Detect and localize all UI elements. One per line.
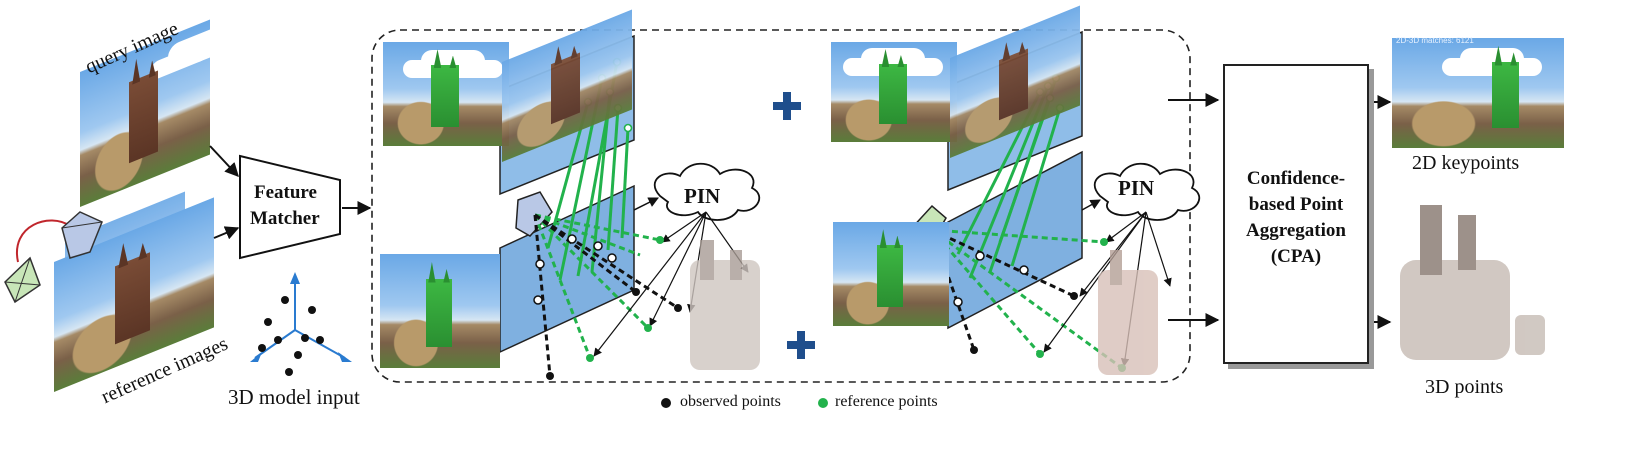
legend-observed-dot (661, 398, 671, 408)
pin-right-label: PIN (1118, 176, 1155, 200)
legend-reference-dot (818, 398, 828, 408)
plus-icon-top (773, 92, 801, 120)
reference-camera-icon (61, 211, 103, 259)
camera-left-icon (515, 191, 553, 237)
pin-left-label: PIN (684, 184, 721, 208)
pin-ref-photo-left (380, 254, 500, 368)
points3d-label: 3D points (1425, 376, 1504, 398)
model-input-label: 3D model input (228, 385, 360, 409)
matches-overlay-text: 2D-3D matches: 6121 (1396, 36, 1474, 45)
point-cloud-right (1098, 250, 1158, 375)
camera-arc (15, 219, 71, 263)
model-input-axes-icon (250, 272, 352, 376)
feature-matcher-label-line2: Matcher (250, 208, 320, 229)
feature-matcher-label-line1: Feature (254, 182, 317, 203)
pin-cloud-left (653, 162, 760, 221)
cpa-label: Confidence- based Point Aggregation (CPA… (1246, 168, 1346, 267)
output-point-cloud (1400, 205, 1545, 360)
plus-icon-bottom (787, 331, 815, 359)
pin-cloud-right (1093, 162, 1200, 221)
cpa-box: Confidence- based Point Aggregation (CPA… (1223, 64, 1369, 364)
point-cloud-left (690, 240, 760, 370)
legend-observed-label: observed points (680, 393, 781, 410)
pin-query-photo-left (383, 42, 509, 146)
keypoints-label: 2D keypoints (1412, 152, 1520, 174)
pin-query-photo-right (831, 42, 957, 142)
keypoints-image (1392, 38, 1564, 148)
feature-matcher-box (239, 154, 341, 260)
pin-ref-photo-right (833, 222, 949, 326)
legend-reference-label: reference points (835, 393, 938, 410)
